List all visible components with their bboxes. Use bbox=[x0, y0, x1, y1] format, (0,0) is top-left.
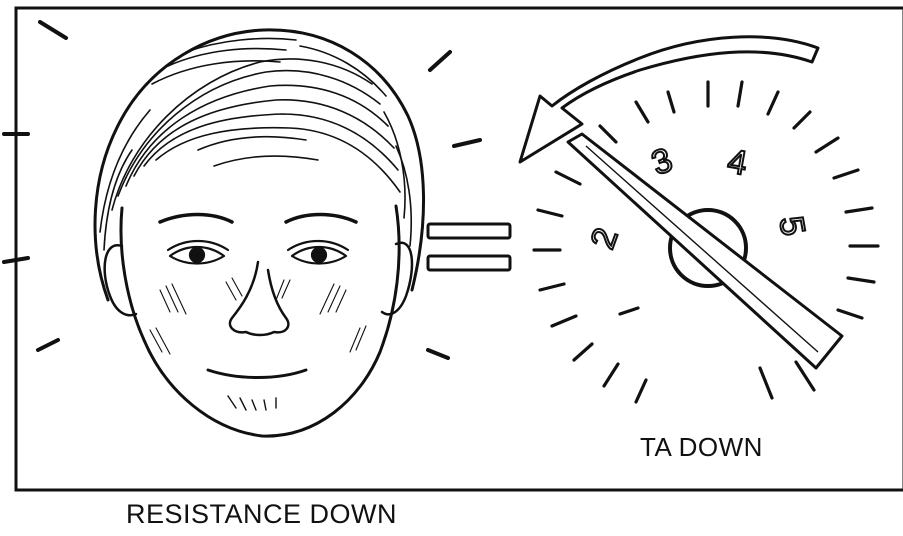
right-eyebrow bbox=[286, 215, 356, 223]
face-shading bbox=[150, 278, 366, 354]
dial-number-2: 2 bbox=[584, 223, 626, 254]
dial-number-4: 4 bbox=[725, 142, 750, 183]
face-outline bbox=[121, 206, 399, 436]
left-eyebrow bbox=[160, 215, 232, 223]
hair-strands bbox=[100, 39, 411, 251]
nose bbox=[230, 262, 288, 335]
ta-down-caption: TA DOWN bbox=[640, 432, 763, 463]
dial-number-5: 5 bbox=[772, 213, 813, 238]
face-illustration bbox=[95, 30, 424, 436]
equals-sign bbox=[428, 224, 510, 270]
resistance-down-caption: RESISTANCE DOWN bbox=[126, 499, 397, 530]
ta-gauge: 2 3 4 5 bbox=[520, 37, 878, 402]
left-eye bbox=[168, 241, 228, 264]
right-eye bbox=[288, 241, 348, 264]
chin-shadow bbox=[228, 396, 276, 410]
mouth bbox=[208, 370, 306, 378]
dial-number-3: 3 bbox=[647, 141, 678, 183]
